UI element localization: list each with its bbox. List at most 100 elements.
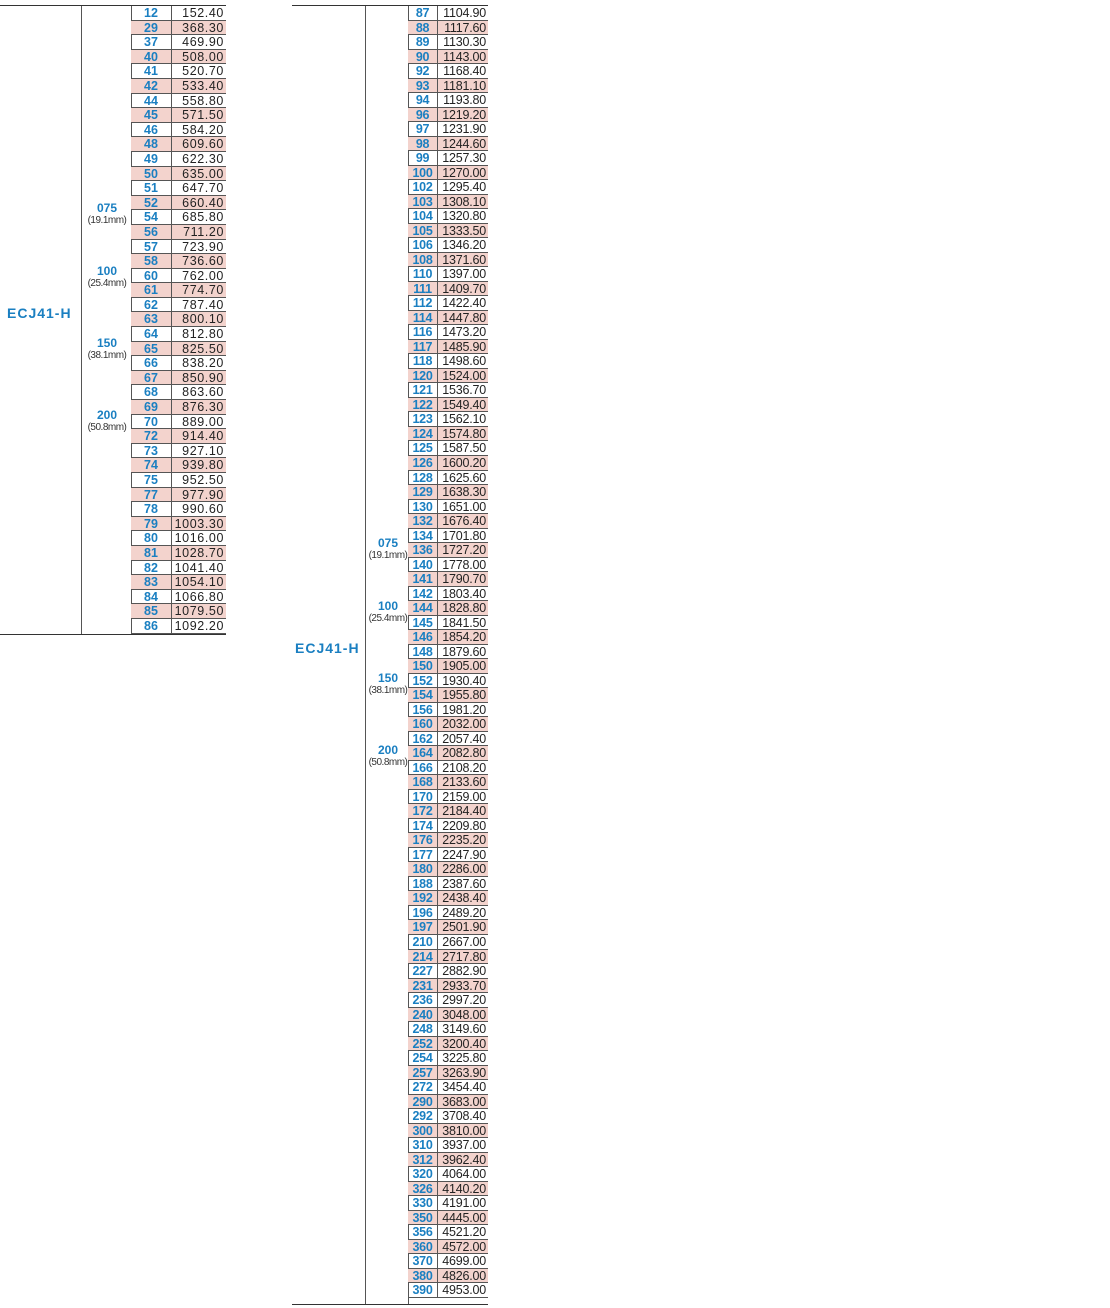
length-mm-value: 4826.00 [437,1268,488,1283]
length-number: 94 [415,93,430,108]
length-number: 80 [144,531,158,546]
length-mm-value: 2032.00 [437,717,488,731]
length-number: 77 [144,487,158,502]
length-number: 210 [412,935,433,949]
length-mm-value: 2209.80 [437,818,488,833]
width-mm: (50.8mm) [368,757,408,768]
length-mm-value: 1041.40 [171,560,226,574]
length-mm-value: 1930.40 [437,673,488,687]
length-number: 114 [412,310,433,325]
table-row: 141 1790.70 [408,572,488,587]
table-row: 210 2667.00 [408,935,488,950]
width-option-075: 075 (19.1mm) [364,536,412,562]
length-number: 108 [412,252,433,267]
length-mm-value: 800.10 [171,312,226,326]
length-number: 370 [412,1254,433,1269]
length-number: 152 [412,673,433,688]
length-mm-value: 1422.40 [437,296,488,310]
width-mm: (38.1mm) [368,685,408,696]
length-mm-value: 1003.30 [171,516,226,531]
length-table-right: ECJ41-H 075 (19.1mm) 100 (25.4mm) 150 (3… [292,5,488,1305]
length-number: 86 [144,618,158,633]
length-mm-value: 1549.40 [437,397,488,412]
length-number: 123 [412,412,433,427]
length-number: 356 [412,1225,433,1240]
length-mm-value: 571.50 [171,108,226,122]
length-mm-value: 2438.40 [437,891,488,905]
length-number: 134 [412,528,433,543]
length-mm-value: 1193.80 [437,93,488,107]
length-number: 141 [412,572,433,587]
length-number: 63 [144,312,158,327]
length-mm-value: 1079.50 [171,604,226,618]
length-number: 146 [412,630,433,645]
length-number: 236 [412,993,433,1008]
length-mm-value: 889.00 [171,414,226,428]
length-number: 56 [144,224,158,239]
series-label: ECJ41-H [7,305,72,321]
length-number: 132 [412,514,433,529]
length-mm-value: 152.40 [171,6,226,20]
length-number: 154 [412,688,433,703]
length-number: 93 [415,78,430,93]
length-number: 97 [415,122,430,137]
length-number: 68 [144,385,158,400]
length-mm-value: 2667.00 [437,935,488,949]
length-mm-value: 533.40 [171,78,226,93]
length-mm-value: 1790.70 [437,572,488,586]
length-number: 106 [412,238,433,253]
table-row: 45 571.50 [131,108,226,123]
table-row: 272 3454.40 [408,1080,488,1095]
length-number: 67 [144,370,158,385]
length-mm-value: 622.30 [171,151,226,166]
length-mm-value: 3937.00 [437,1138,488,1152]
length-number: 310 [412,1138,433,1153]
length-number: 122 [412,397,433,412]
length-number: 272 [412,1080,433,1095]
series-label: ECJ41-H [295,640,360,656]
length-number: 124 [412,426,433,441]
length-mm-value: 1308.10 [437,194,488,208]
length-number: 64 [144,327,158,342]
length-mm-value: 4699.00 [437,1254,488,1268]
width-option-100: 100 (25.4mm) [364,599,412,625]
length-number: 111 [413,281,432,296]
length-number: 84 [144,589,158,604]
length-mm-value: 2387.60 [437,876,488,891]
length-mm-value: 990.60 [171,502,226,516]
length-number: 102 [412,180,433,195]
length-mm-value: 1371.60 [437,252,488,267]
length-mm-value: 787.40 [171,297,226,312]
length-mm-value: 1270.00 [437,165,488,179]
table-row: 63 800.10 [131,312,226,328]
length-mm-value: 1676.40 [437,514,488,528]
length-mm-value: 1879.60 [437,644,488,658]
length-number: 45 [144,108,158,123]
length-mm-value: 3454.40 [437,1080,488,1094]
length-mm-value: 2247.90 [437,847,488,862]
